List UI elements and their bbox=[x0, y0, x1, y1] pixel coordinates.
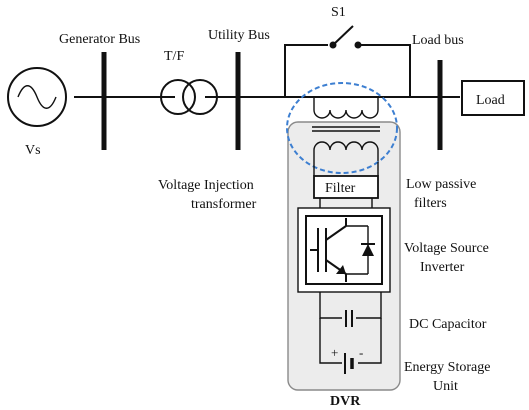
filter-box bbox=[313, 175, 379, 199]
transformer-label: T/F bbox=[164, 49, 184, 64]
injection-highlight-ellipse bbox=[286, 82, 398, 174]
storage-label-2: Unit bbox=[433, 379, 458, 394]
filters-label-2: filters bbox=[414, 196, 447, 211]
vsi-label-1: Voltage Source bbox=[404, 241, 489, 256]
injection-transformer-label-2: transformer bbox=[191, 197, 257, 212]
filters-label-1: Low passive bbox=[406, 177, 476, 192]
load-bus-label: Load bus bbox=[412, 33, 464, 48]
battery-minus-sign: - bbox=[359, 345, 363, 360]
switch-label: S1 bbox=[331, 5, 346, 20]
load-label: Load bbox=[476, 93, 505, 108]
utility-bus-label: Utility Bus bbox=[208, 28, 270, 43]
injection-primary-coil bbox=[313, 97, 379, 119]
storage-label-1: Energy Storage bbox=[404, 360, 490, 375]
dc-capacitor-label: DC Capacitor bbox=[409, 317, 487, 332]
transformer-symbol bbox=[160, 79, 218, 115]
injection-secondary-coil bbox=[313, 141, 379, 162]
ac-source bbox=[7, 67, 67, 127]
injection-transformer-label-1: Voltage Injection bbox=[158, 178, 254, 193]
dvr-label: DVR bbox=[330, 394, 361, 409]
source-label: Vs bbox=[25, 143, 41, 158]
filter-label: Filter bbox=[325, 181, 356, 196]
igbt-symbol bbox=[305, 215, 383, 285]
battery-plus-sign: + bbox=[331, 345, 338, 360]
dc-capacitor-symbol bbox=[342, 310, 356, 327]
generator-bus-label: Generator Bus bbox=[59, 32, 140, 47]
bypass-switch bbox=[284, 25, 411, 97]
vsi-label-2: Inverter bbox=[420, 260, 465, 275]
battery-symbol bbox=[342, 353, 358, 374]
load-box bbox=[461, 80, 525, 116]
